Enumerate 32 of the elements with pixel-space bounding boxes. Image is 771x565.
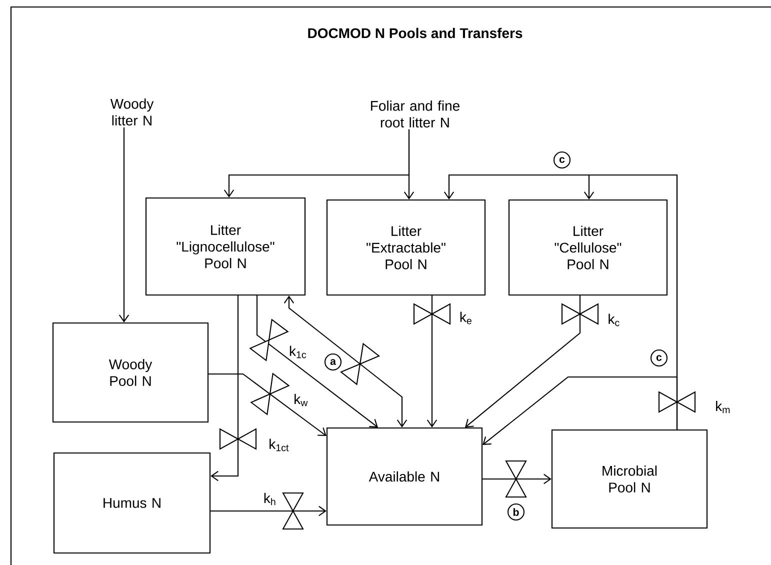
arrow — [118, 127, 130, 322]
rate-label: k$_{m}$ — [716, 400, 730, 414]
pool-box: Litter "Extractable" Pool N — [326, 199, 486, 296]
arrow — [404, 129, 414, 200]
arrow — [482, 376, 678, 445]
input-label: Foliar and fine root litter N — [371, 100, 460, 128]
circled-letter: b — [507, 503, 525, 521]
title: DOCMOD N Pools and Transfers — [308, 28, 522, 38]
rate-label: k$_{h}$ — [264, 492, 276, 506]
rate-label: k$_{w}$ — [294, 394, 308, 406]
arrow — [426, 296, 438, 428]
pool-box: Litter "Lignocellulose" Pool N — [145, 197, 306, 296]
rate-label: k$_{1c}$ — [290, 346, 306, 358]
pool-box: Litter "Cellulose" Pool N — [508, 199, 668, 296]
rate-label: k$_{e}$ — [460, 312, 472, 324]
arrow — [208, 373, 326, 436]
arrow — [465, 296, 581, 428]
arrow — [482, 474, 552, 484]
input-label: Woody litter N — [110, 98, 154, 126]
rate-label: k$_{1ct}$ — [270, 438, 289, 452]
pool-box: Microbial Pool N — [551, 429, 708, 529]
arrow — [284, 296, 408, 428]
arrow — [256, 296, 378, 428]
arrow — [210, 506, 326, 516]
pool-box: Woody Pool N — [52, 322, 209, 423]
pool-box: Available N — [326, 427, 483, 526]
arrow — [210, 296, 239, 482]
rate-label: k$_{c}$ — [608, 314, 620, 326]
circled-letter: c — [650, 349, 668, 367]
circled-letter: a — [324, 353, 342, 371]
circled-letter: c — [553, 151, 571, 169]
pool-box: Humus N — [53, 452, 211, 554]
